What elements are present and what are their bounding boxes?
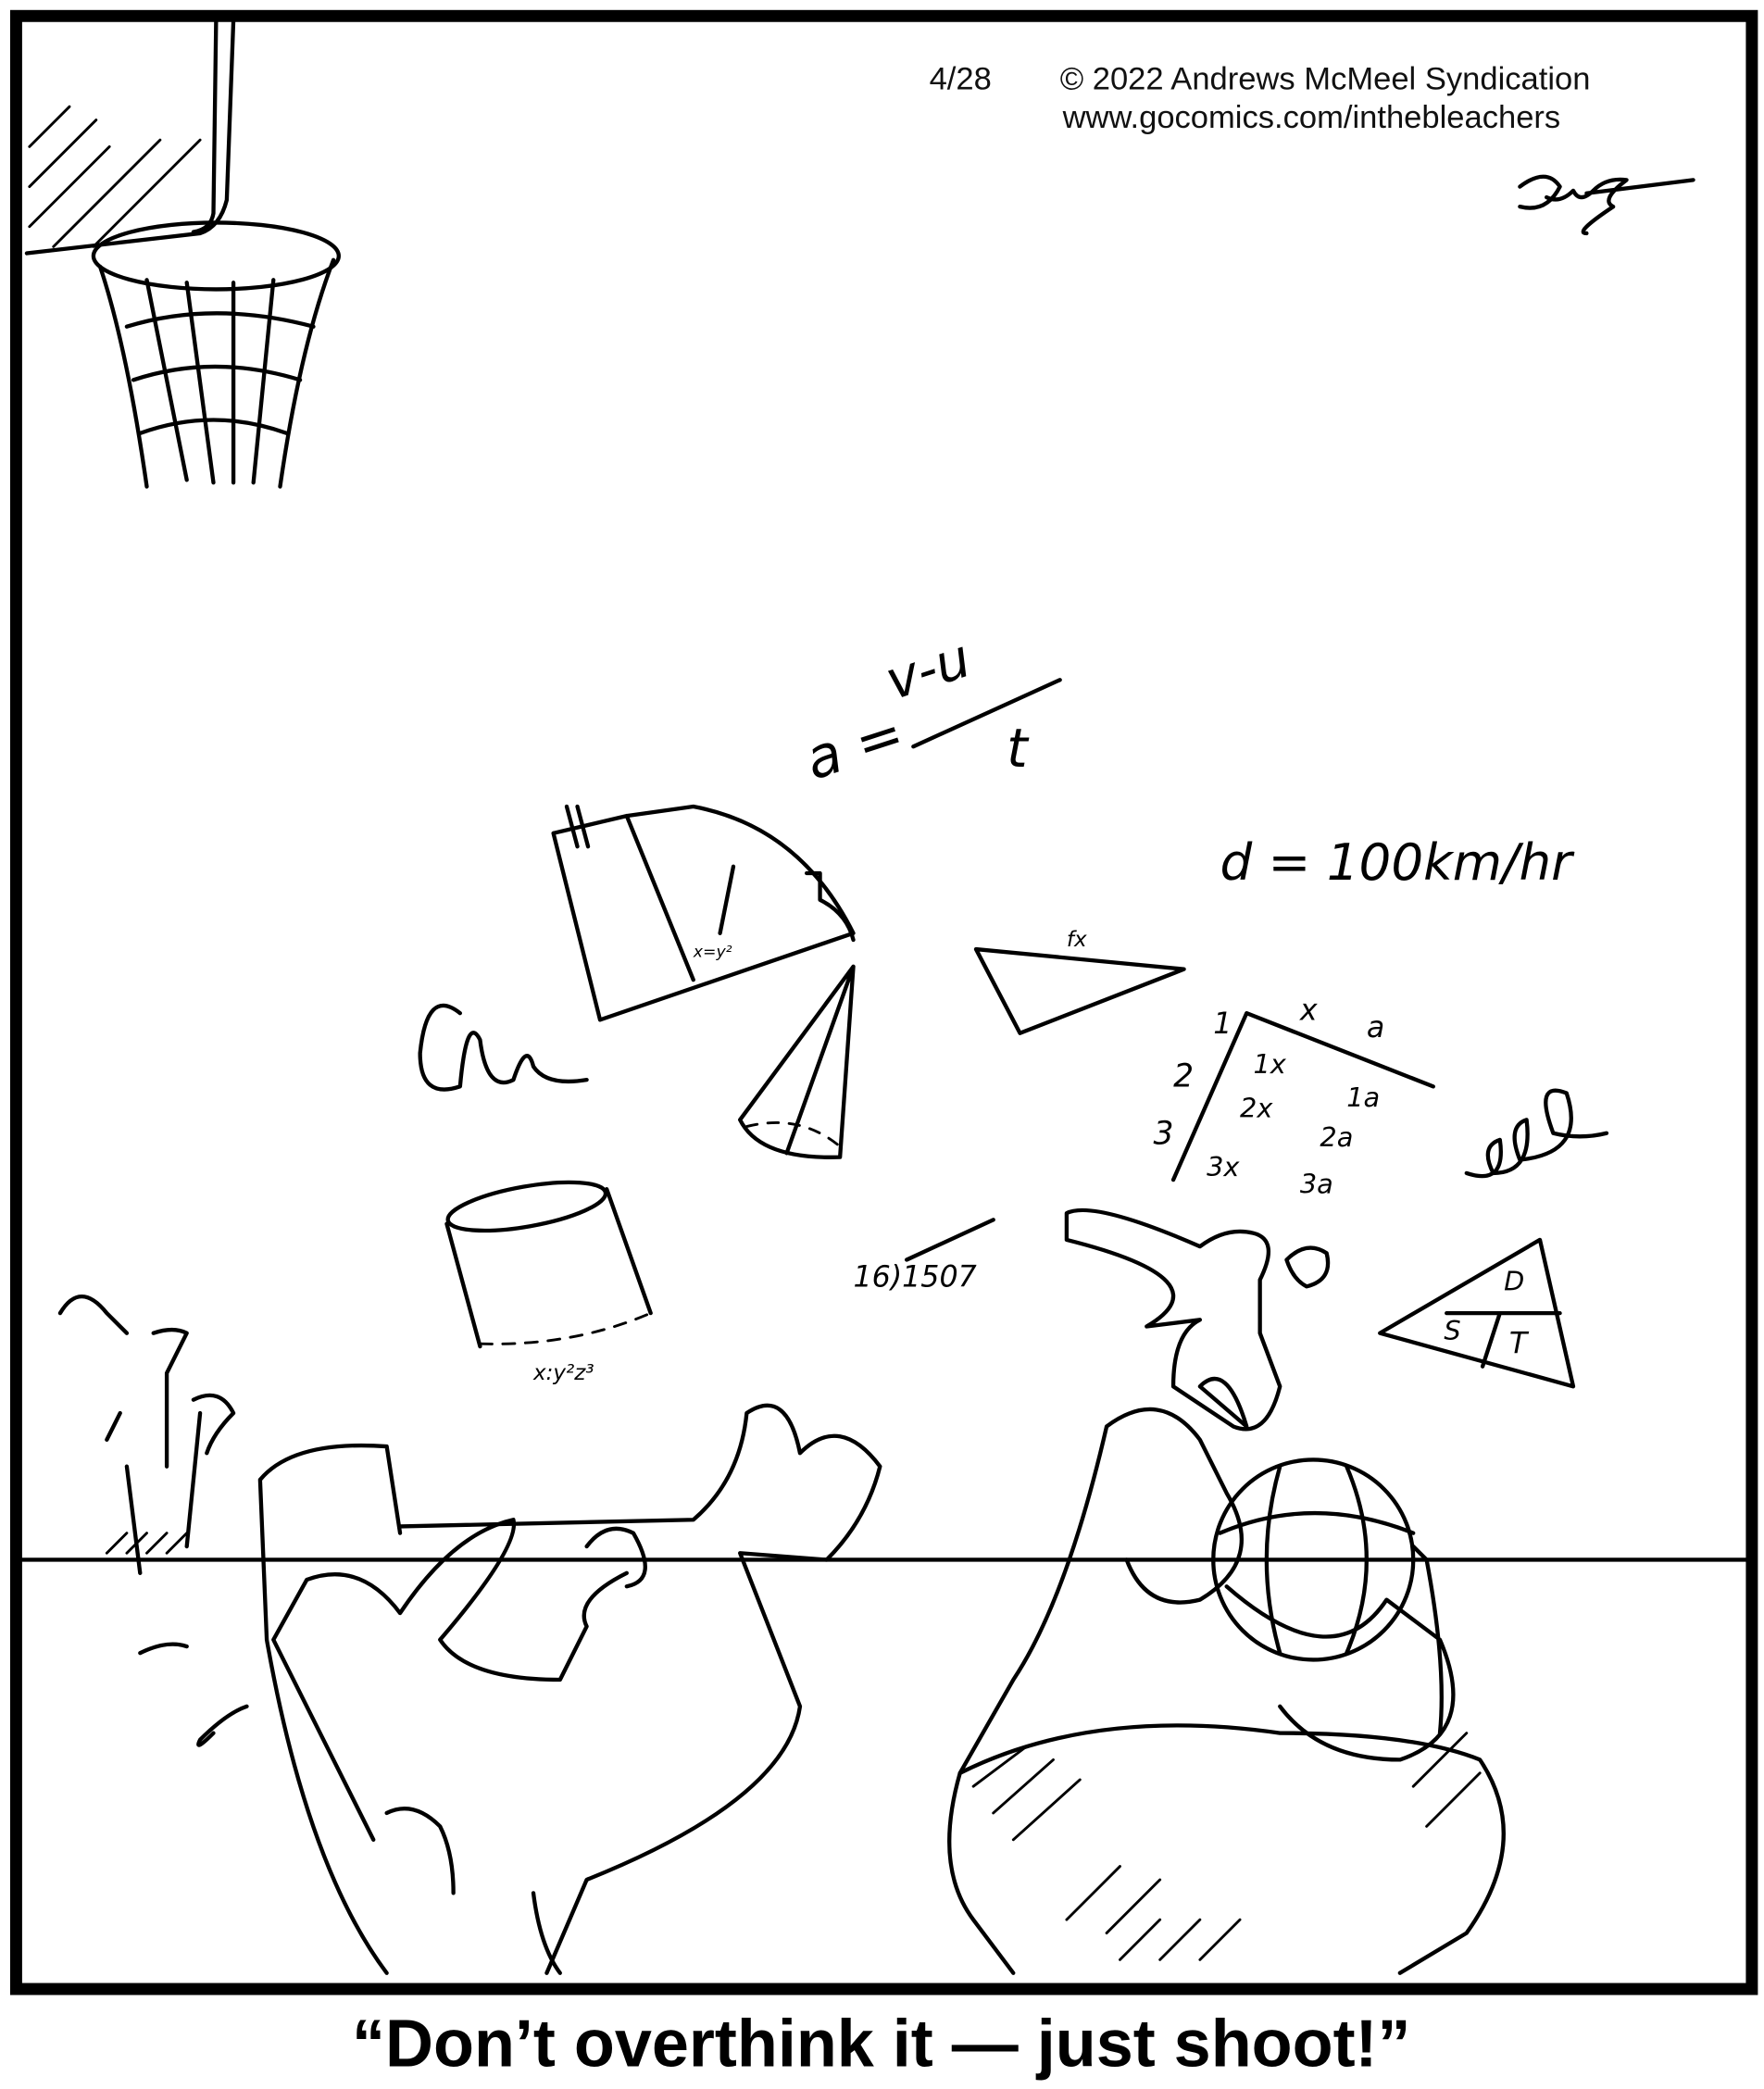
basketball xyxy=(1211,1457,1416,1662)
svg-text:T: T xyxy=(1509,1327,1530,1360)
distance-formula: d = 100km/hr xyxy=(1220,832,1575,892)
svg-text:2x: 2x xyxy=(1240,1092,1273,1123)
acceleration-formula: a = v-u t xyxy=(797,627,1062,794)
svg-text:3x: 3x xyxy=(1207,1151,1240,1182)
dst-triangle: D S T xyxy=(1378,1237,1576,1389)
date: 4/28 xyxy=(930,61,992,96)
svg-text:16)1507: 16)1507 xyxy=(854,1260,977,1294)
scribble-left xyxy=(418,1003,589,1092)
triangle-drawing: fx xyxy=(973,928,1186,1035)
svg-text:x=y²: x=y² xyxy=(693,944,732,962)
basketball-hoop xyxy=(24,18,341,489)
left-player xyxy=(138,1403,882,1975)
svg-text:1x: 1x xyxy=(1253,1048,1286,1080)
multiplication-table: x a 1 2 3 1x 1a 2x 2a 3x 3a xyxy=(1153,994,1435,1200)
svg-text:1a: 1a xyxy=(1346,1082,1380,1113)
long-division: 16)1507 xyxy=(854,1218,995,1294)
scribble-right xyxy=(1464,1088,1609,1179)
svg-text:2: 2 xyxy=(1173,1057,1194,1095)
crowd xyxy=(57,1295,236,1575)
svg-text:3: 3 xyxy=(1153,1115,1173,1152)
cylinder-drawing: x:y²z³ xyxy=(444,1180,653,1385)
svg-text:x:y²z³: x:y²z³ xyxy=(532,1361,594,1385)
svg-text:t: t xyxy=(1007,718,1030,780)
svg-text:S: S xyxy=(1444,1315,1460,1346)
sector-drawing: x=y² xyxy=(551,804,856,1022)
url: www.gocomics.com/inthebleachers xyxy=(1062,100,1561,135)
svg-text:D: D xyxy=(1504,1266,1524,1297)
svg-text:2a: 2a xyxy=(1320,1121,1353,1153)
cone-drawing xyxy=(738,964,856,1159)
copyright: © 2022 Andrews McMeel Syndication xyxy=(1060,61,1591,96)
svg-text:a: a xyxy=(1367,1011,1384,1044)
panel-border xyxy=(9,9,1758,1995)
svg-text:v-u: v-u xyxy=(878,627,978,712)
signature xyxy=(1518,174,1695,236)
svg-text:x: x xyxy=(1299,994,1318,1027)
svg-text:a =: a = xyxy=(797,701,911,794)
right-player xyxy=(947,1207,1506,1975)
svg-text:1: 1 xyxy=(1213,1007,1232,1041)
svg-text:3a: 3a xyxy=(1300,1169,1333,1200)
caption: “Don’t overthink it — just shoot!” xyxy=(352,2008,1410,2082)
svg-text:fx: fx xyxy=(1067,928,1087,952)
